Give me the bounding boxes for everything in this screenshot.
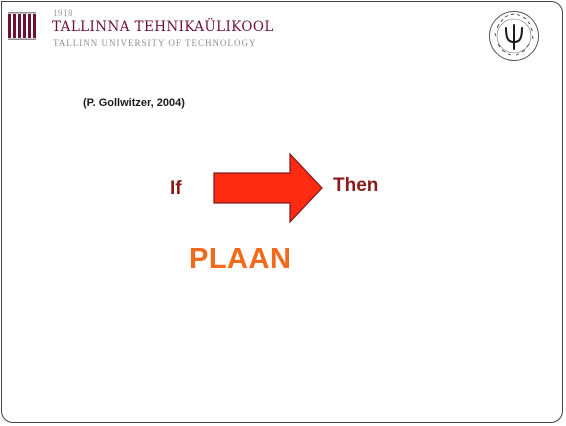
right-arrow-icon xyxy=(213,152,323,224)
logo-year: 1918 xyxy=(53,8,73,18)
psi-seal-icon xyxy=(489,11,539,61)
citation: (P. Gollwitzer, 2004) xyxy=(83,97,185,109)
plan-label: PLAAN xyxy=(189,243,292,275)
if-label: If xyxy=(170,178,182,199)
university-name: TALLINNA TEHNIKAÜLIKOOL xyxy=(52,19,274,35)
university-logo-icon xyxy=(8,12,36,40)
university-name-english: TALLINN UNIVERSITY OF TECHNOLOGY xyxy=(53,38,257,48)
then-label: Then xyxy=(333,175,379,196)
